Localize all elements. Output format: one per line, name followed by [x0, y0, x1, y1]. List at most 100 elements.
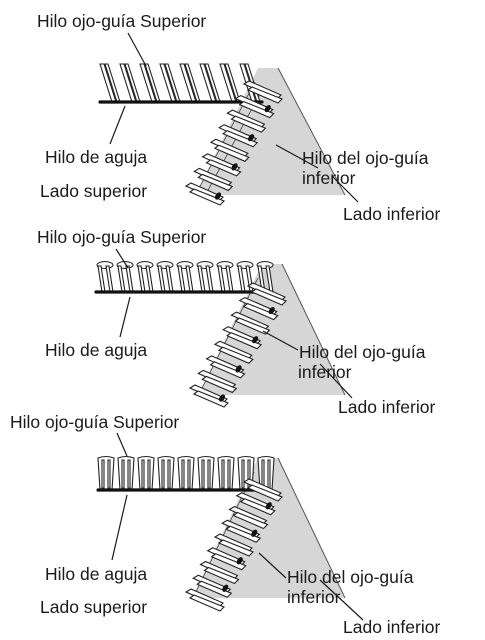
looper-stitch	[197, 265, 206, 293]
diagonal-stitch	[197, 173, 234, 192]
looper-stitch	[205, 265, 214, 293]
looper-stitch	[241, 459, 245, 489]
diagonal-stitch	[232, 511, 269, 530]
panel-3-upper-side-label: Lado superior	[40, 597, 147, 617]
needle-knot	[265, 502, 272, 510]
panel-2-labels: Hilo ojo-guía Superior Hilo de aguja Hil…	[37, 227, 435, 417]
panel-1-fabric-fold	[195, 68, 345, 195]
needle-knot	[214, 192, 222, 200]
diagonal-stitch	[192, 390, 229, 408]
diagonal-stitch	[238, 100, 275, 119]
panel-1-lower-looper-label-line1: Hilo del ojo-guía	[302, 148, 429, 168]
looper-stitch	[201, 459, 205, 489]
diagonal-stitch	[213, 144, 250, 162]
needle-knot	[252, 336, 259, 344]
diagonal-stitch	[196, 580, 233, 598]
looper-stitch	[267, 459, 271, 489]
panel-2-diagonal-stitches	[188, 282, 287, 408]
looper-stitch	[237, 265, 246, 293]
looper-stitch	[227, 459, 231, 489]
panel-2-lower-looper-label-line1: Hilo del ojo-guía	[299, 342, 426, 362]
needle-knot	[235, 365, 242, 373]
panel-1-lower-side-label: Lado inferior	[343, 204, 440, 224]
diagonal-stitch	[225, 525, 262, 543]
looper-stitch	[145, 265, 154, 293]
looper-stitch	[207, 459, 211, 489]
panel-3-lower-side-label: Lado inferior	[343, 617, 440, 637]
needle-knot	[248, 134, 255, 142]
looper-stitch	[217, 455, 235, 492]
needle-knot	[264, 104, 271, 113]
looper-stitch	[137, 265, 146, 293]
looper-stitch	[137, 455, 155, 492]
looper-stitch	[165, 265, 174, 293]
leader-lines	[109, 32, 364, 621]
panel-1-needle-thread-label: Hilo de aguja	[45, 147, 147, 167]
diagonal-stitch	[239, 498, 276, 516]
looper-stitch	[141, 459, 145, 489]
needle-knot	[236, 557, 243, 565]
looper-stitch	[125, 265, 134, 293]
needle-knot	[268, 306, 275, 315]
diagonal-stitch	[188, 188, 225, 206]
diagonal-stitch	[250, 288, 287, 306]
diagonal-stitch	[242, 302, 279, 321]
diagonal-stitch	[230, 115, 267, 133]
looper-stitch	[97, 455, 115, 492]
panel-1-labels: Hilo ojo-guía Superior Hilo de aguja Lad…	[37, 11, 440, 224]
looper-stitch	[117, 265, 126, 293]
looper-stitch	[147, 459, 151, 489]
looper-stitch	[217, 265, 226, 293]
looper-stitch	[105, 265, 114, 293]
diagonal-stitch	[205, 159, 242, 177]
diagonal-stitch	[210, 553, 247, 571]
looper-stitch	[225, 265, 234, 293]
panel-2-lower-side-label: Lado inferior	[338, 397, 435, 417]
looper-stitch	[127, 459, 131, 489]
looper-stitch	[187, 459, 191, 489]
diagonal-stitch	[201, 375, 238, 394]
looper-stitch	[157, 455, 175, 492]
looper-stitch	[107, 459, 111, 489]
needle-knot	[231, 163, 238, 171]
panel-1-lower-looper-label-line2: inferior	[302, 168, 356, 188]
looper-stitch	[261, 459, 265, 489]
panel-1-upper-looper-stitches	[99, 63, 261, 103]
diagonal-stitch	[222, 130, 259, 148]
panel-1-diagonal-stitches	[184, 80, 283, 206]
diagonal-stitch	[209, 361, 246, 379]
diagonal-stitch	[226, 332, 263, 350]
panel-3-needle-thread-label: Hilo de aguja	[45, 564, 147, 584]
looper-stitch	[161, 459, 165, 489]
looper-stitch	[117, 455, 135, 492]
panel-3-illustration	[96, 455, 346, 612]
looper-stitch	[177, 455, 195, 492]
panel-3-upper-looper-label: Hilo ojo-guía Superior	[10, 412, 179, 432]
panel-2-lower-looper-label-line2: inferior	[298, 362, 352, 382]
needle-knot	[251, 529, 258, 537]
panel-2-illustration	[94, 261, 346, 408]
looper-stitch	[121, 459, 125, 489]
panel-2-fabric-fold	[198, 264, 345, 395]
panel-1-illustration	[98, 63, 346, 206]
looper-stitch	[97, 265, 106, 293]
looper-stitch	[181, 459, 185, 489]
diagonal-stitch	[234, 317, 271, 335]
panel-3-upper-looper-stitches	[97, 455, 275, 492]
diagonal-stitch	[246, 86, 283, 104]
panel-3-lower-looper-label-line2: inferior	[287, 587, 341, 607]
diagonal-stitch	[188, 594, 225, 612]
needle-knot	[218, 394, 226, 402]
panel-3-lower-looper-label-line1: Hilo del ojo-guía	[287, 567, 414, 587]
diagonal-stitch	[217, 539, 254, 557]
needle-knot	[222, 584, 229, 592]
panel-2-upper-looper-label: Hilo ojo-guía Superior	[37, 227, 206, 247]
looper-stitch	[185, 265, 194, 293]
panel-3-diagonal-stitches	[184, 478, 283, 612]
panel-2-needle-thread-label: Hilo de aguja	[45, 340, 147, 360]
looper-stitch	[157, 265, 166, 293]
looper-stitch	[177, 265, 186, 293]
diagonal-stitch	[203, 566, 240, 585]
